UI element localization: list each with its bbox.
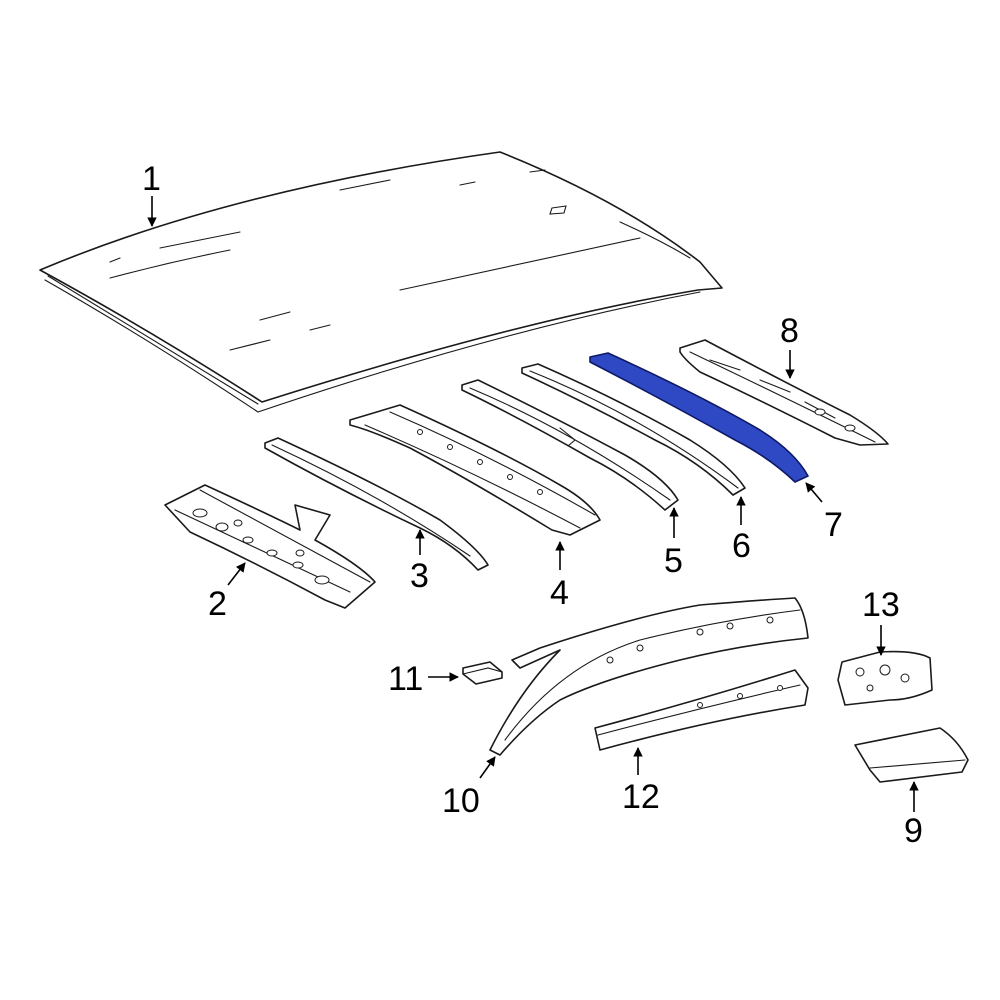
leader-10 xyxy=(479,756,496,779)
callout-9: 9 xyxy=(904,812,923,850)
callout-5: 5 xyxy=(664,542,683,580)
part-1-roof-panel[interactable] xyxy=(39,151,723,413)
callout-2: 2 xyxy=(208,585,227,623)
part-5-roof-bow[interactable] xyxy=(461,379,679,511)
part-4-roof-reinforcement[interactable] xyxy=(349,404,601,536)
callout-4: 4 xyxy=(550,574,569,612)
callout-1: 1 xyxy=(142,160,161,198)
callout-6: 6 xyxy=(732,527,751,565)
callout-7: 7 xyxy=(824,506,843,544)
part-2-front-header[interactable] xyxy=(164,484,376,609)
part-3-roof-bow[interactable] xyxy=(264,437,489,571)
callout-3: 3 xyxy=(410,557,429,595)
callout-11: 11 xyxy=(388,660,423,698)
part-10-side-rail[interactable] xyxy=(489,597,809,756)
callout-8: 8 xyxy=(780,312,799,350)
callout-13: 13 xyxy=(862,586,900,624)
part-6-roof-bow[interactable] xyxy=(521,363,746,496)
part-9-extension-panel[interactable] xyxy=(854,727,969,783)
leader-7 xyxy=(805,482,823,503)
part-13-bracket[interactable] xyxy=(837,650,933,706)
leader-2 xyxy=(227,562,246,586)
part-12-inner-rail[interactable] xyxy=(594,669,809,751)
callout-12: 12 xyxy=(622,778,660,816)
callout-10: 10 xyxy=(442,782,480,820)
part-8-rear-header[interactable] xyxy=(679,339,889,446)
part-11-pad[interactable] xyxy=(462,661,503,685)
part-7-roof-bow-highlighted[interactable] xyxy=(589,352,809,483)
